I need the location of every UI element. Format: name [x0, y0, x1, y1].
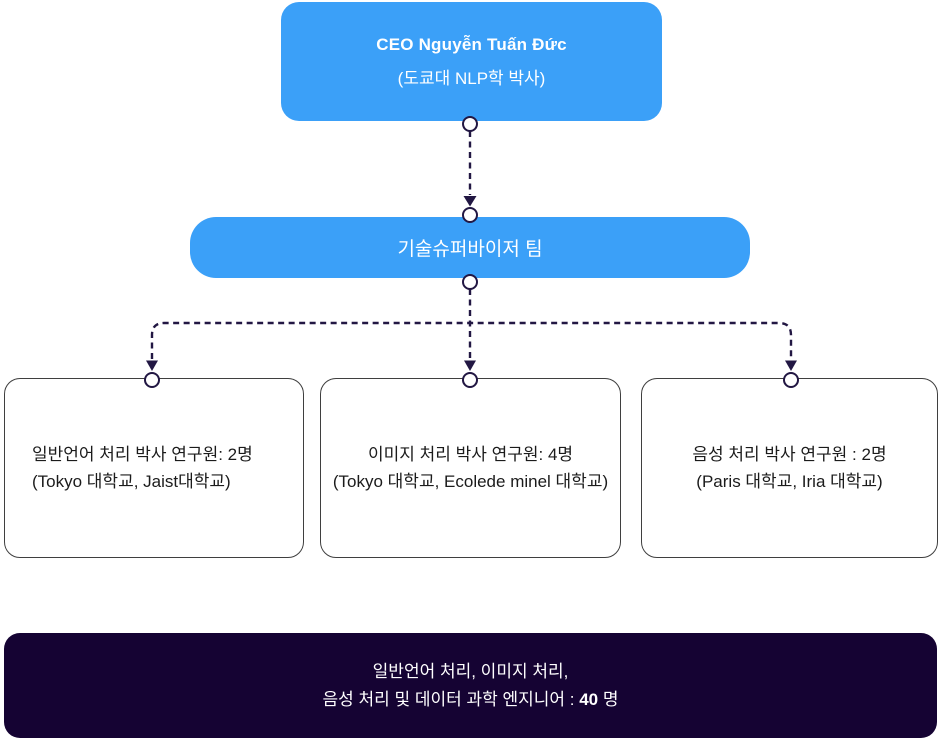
- engineers-line2-prefix: 음성 처리 및 데이터 과학 엔지니어 :: [322, 689, 580, 709]
- arrowhead-icon: [464, 360, 476, 371]
- team-box-image-processing: 이미지 처리 박사 연구원: 4명 (Tokyo 대학교, Ecolede mi…: [320, 378, 621, 558]
- team-box-speech-processing: 음성 처리 박사 연구원 : 2명 (Paris 대학교, Iria 대학교): [641, 378, 938, 558]
- supervisor-label: 기술슈퍼바이저 팀: [397, 239, 543, 260]
- team-title: 이미지 처리 박사 연구원: 4명: [367, 445, 574, 464]
- supervisor-box: 기술슈퍼바이저 팀: [190, 217, 750, 278]
- ceo-title: CEO Nguyễn Tuấn Đức: [376, 34, 567, 54]
- team-title: 음성 처리 박사 연구원 : 2명: [692, 445, 887, 464]
- team-universities: (Paris 대학교, Iria 대학교): [696, 472, 883, 491]
- ceo-subtitle: (도쿄대 NLP학 박사): [397, 68, 546, 88]
- ceo-box: CEO Nguyễn Tuấn Đức (도쿄대 NLP학 박사): [281, 2, 662, 121]
- connector-branch-rail: [150, 321, 793, 359]
- team-universities: (Tokyo 대학교, Ecolede minel 대학교): [332, 472, 609, 491]
- team-box-general-language: 일반언어 처리 박사 연구원: 2명 (Tokyo 대학교, Jaist대학교): [4, 378, 304, 558]
- team-title: 일반언어 처리 박사 연구원: 2명: [32, 445, 253, 464]
- arrowhead-icon: [785, 360, 797, 371]
- arrowhead-icon: [463, 196, 477, 207]
- arrowhead-icon: [146, 360, 158, 371]
- team-universities: (Tokyo 대학교, Jaist대학교): [32, 472, 231, 491]
- engineers-count: 40: [579, 689, 599, 709]
- engineers-box: 일반언어 처리, 이미지 처리, 음성 처리 및 데이터 과학 엔지니어 : 4…: [4, 633, 937, 738]
- engineers-line2: 음성 처리 및 데이터 과학 엔지니어 : 40 명: [4, 686, 937, 714]
- engineers-line1: 일반언어 처리, 이미지 처리,: [372, 661, 569, 681]
- engineers-line2-suffix: 명: [598, 689, 619, 709]
